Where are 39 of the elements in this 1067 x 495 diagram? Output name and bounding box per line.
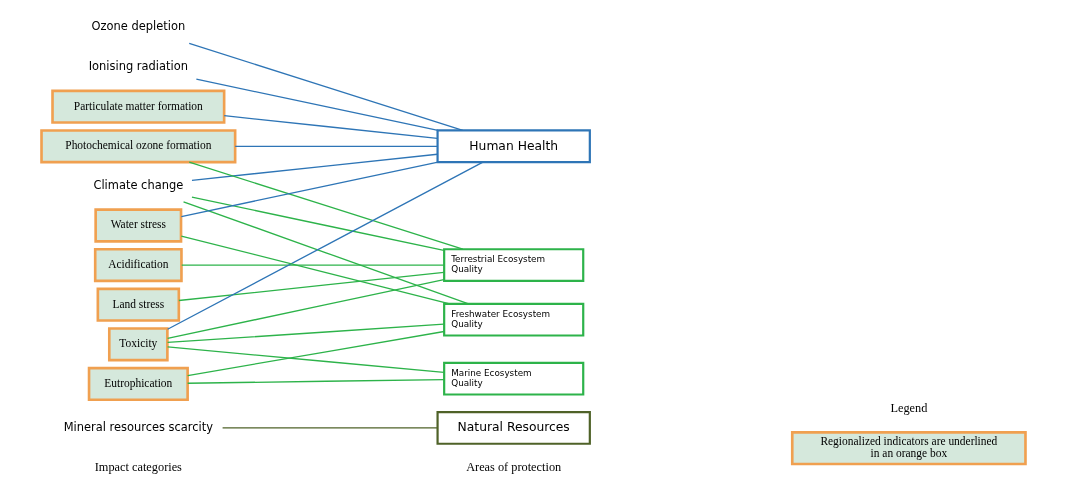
connector (166, 346, 445, 373)
label: Impact categories (94, 459, 182, 474)
node-text: Ionising radiation (88, 59, 188, 74)
label: Areas of protection (466, 459, 562, 474)
node-box: Freshwater Ecosystem Quality (443, 302, 585, 337)
connector (180, 161, 439, 218)
connector (188, 161, 464, 250)
connector (221, 427, 438, 429)
connector (166, 279, 445, 339)
connector (187, 378, 445, 384)
connector (182, 201, 470, 305)
connector (223, 115, 438, 139)
node-box: Eutrophication (87, 366, 189, 402)
connector (180, 235, 451, 305)
label: Legend (890, 400, 928, 415)
connector (188, 42, 464, 132)
connector (187, 330, 445, 377)
node-text: Ozone depletion (91, 19, 186, 34)
node-box: Terrestrial Ecosystem Quality (443, 248, 585, 283)
node-box: Natural Resources (436, 410, 591, 445)
connector (181, 264, 445, 266)
legend-label: Regionalized indicators are underlined in an orange box (820, 435, 998, 460)
node-box: Particulate matter formation (51, 89, 226, 124)
node-text: Mineral resources scarcity (63, 419, 214, 434)
node-box: Land stress (96, 287, 181, 322)
node-box: Water stress (94, 208, 183, 243)
connector (166, 323, 445, 344)
connector (191, 196, 445, 252)
node-box: Toxicity (107, 327, 169, 362)
node-box: Photochemical ozone formation (40, 129, 237, 164)
connector (234, 145, 439, 147)
connector (195, 78, 439, 132)
node-box: Marine Ecosystem Quality (443, 361, 585, 396)
node-text: Climate change (93, 177, 184, 192)
connector (191, 153, 439, 181)
node-box: Human Health (436, 129, 591, 164)
node-box: Acidification (93, 247, 183, 283)
connector (178, 271, 445, 302)
connector (166, 161, 484, 330)
